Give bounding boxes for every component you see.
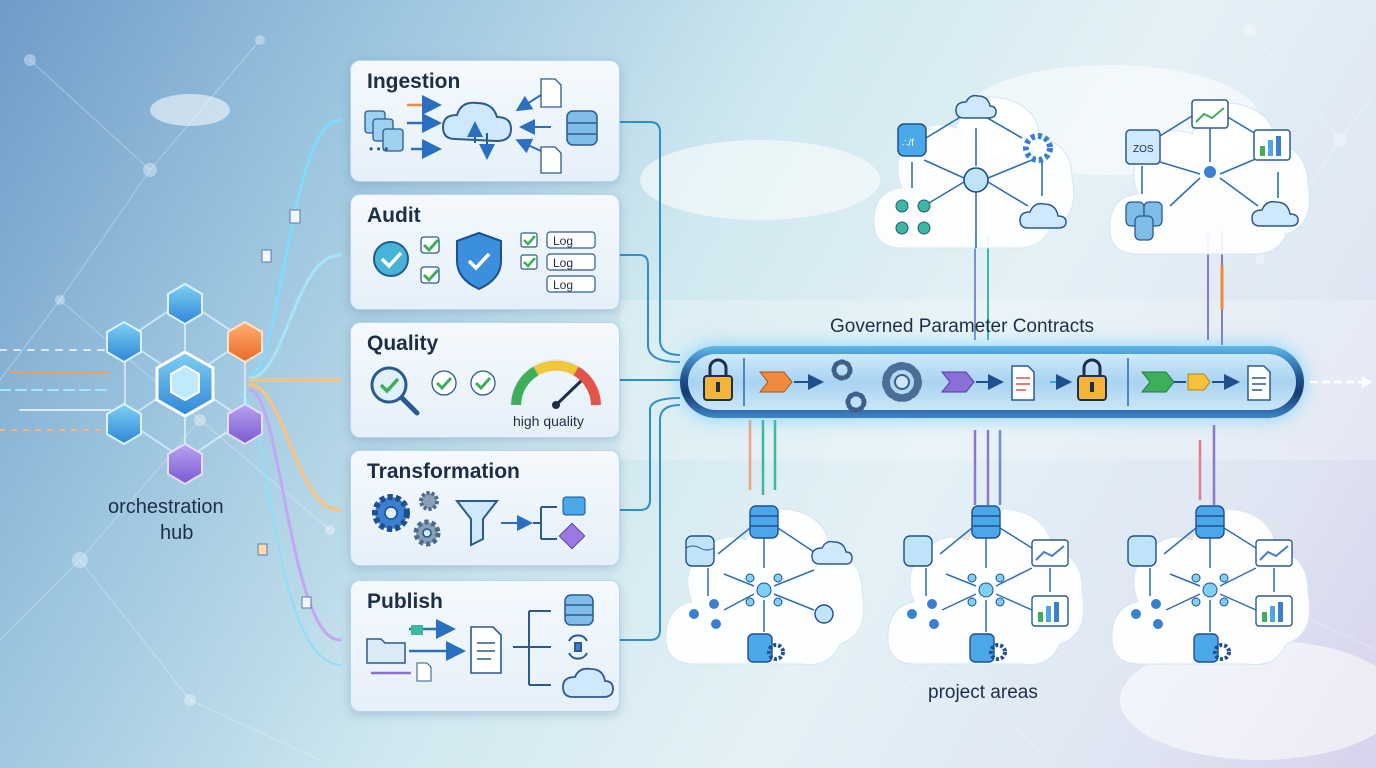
shape-blue-icon [562,496,586,516]
pipeline-icons [703,358,1372,413]
publish-icons [366,594,614,698]
checkbox-icon [420,236,440,284]
transformation-icons [372,491,586,550]
stage-title: Publish [367,590,443,613]
filter-icon [454,500,500,547]
database-gear-icon [747,633,785,663]
stage-card-transformation[interactable]: Transformation [350,450,620,566]
document-icon [1247,365,1271,401]
chart-window-icon [1255,539,1293,567]
network-node-icon [1191,573,1229,607]
database-gear-icon [969,633,1007,663]
hub-label-line1: orchestration [108,496,224,518]
database-icon [903,535,933,567]
tag-green-icon [1140,371,1175,393]
project-cloud-1 [665,505,865,666]
sync-icon [568,634,588,660]
shield-icon [456,231,502,291]
top-cloud-2: ZOS [1109,99,1311,255]
quality-icons: high quality [370,359,602,429]
check-icon [470,370,496,396]
log-label: Log [553,278,573,292]
network-node-icon [963,167,989,193]
chart-window-icon [1031,539,1069,567]
bar-chart-icon [1031,595,1069,627]
database-stack-icon [364,110,404,152]
tag-purple-icon [940,371,975,393]
cluster-icon [907,599,939,629]
log-label: Log [553,256,573,270]
cloud-icon [1019,202,1067,229]
ingestion-icons: • • • [364,78,598,174]
bar-chart-icon [1253,129,1291,161]
check-icon [431,370,457,396]
project-cloud-3 [1111,505,1311,666]
network-node-icon [967,573,1005,607]
chart-window-icon [1191,99,1229,129]
project-areas-label: project areas [928,682,1038,703]
database-icon [897,123,927,157]
db-label: ∴/f [902,138,914,149]
stage-card-audit[interactable]: Audit Log Log Log [350,194,620,310]
lock-icon [703,358,733,401]
top-cloud-1: ∴/f [873,94,1075,249]
stage-title: Audit [367,204,421,227]
tag-orange-icon [758,371,793,393]
stage-title: Transformation [367,460,520,483]
orchestration-hub [106,282,263,486]
lock-icon [1077,358,1107,401]
log-label: Log [553,234,573,248]
gear-icon [1023,133,1053,163]
document-icon [540,78,562,174]
tag-yellow-icon [1187,373,1211,391]
database-icon [566,110,598,146]
database-icon [1125,129,1161,165]
hub-label-line2: hub [160,522,194,544]
bar-chart-icon [1255,595,1293,627]
database-cluster-icon [1125,201,1163,241]
cloud-download-icon [1251,200,1299,227]
stage-card-ingestion[interactable]: Ingestion • • • [350,60,620,182]
database-icon [564,594,594,626]
hub-icon [814,604,834,624]
database-gear-icon [1193,633,1231,663]
gears-icon [831,359,922,413]
database-icon [1195,505,1225,539]
stage-card-publish[interactable]: Publish [350,580,620,712]
gauge-icon [510,359,602,409]
network-node-icon [745,573,783,607]
document-icon [1011,365,1035,401]
pipeline-title: Governed Parameter Contracts [830,316,1095,337]
cloud-sync-icon [955,94,997,119]
magnifier-icon [370,366,408,404]
db-label: ZOS [1133,144,1154,155]
svg-text:• • •: • • • [369,142,388,156]
cloud-icon [811,540,853,565]
stage-title: Quality [367,332,439,355]
gauge-label: high quality [513,413,584,429]
network-node-icon [1204,166,1216,178]
database-icon [971,505,1001,539]
database-icon [1127,535,1157,567]
stage-title: Ingestion [367,70,461,93]
folder-icon [366,638,406,664]
audit-icons: Log Log Log [373,231,596,293]
stage-card-quality[interactable]: Quality high quality [350,322,620,438]
gears-icon [372,491,441,547]
database-icon [685,535,715,567]
shape-purple-icon [558,522,586,550]
cluster-icon [1131,599,1163,629]
database-icon [749,505,779,539]
project-cloud-2 [887,505,1085,666]
cluster-icon [689,599,721,629]
check-circle-icon [373,241,409,277]
cloud-icon [562,667,614,698]
document-icon [470,626,502,674]
cloud-upload-icon [441,101,513,143]
